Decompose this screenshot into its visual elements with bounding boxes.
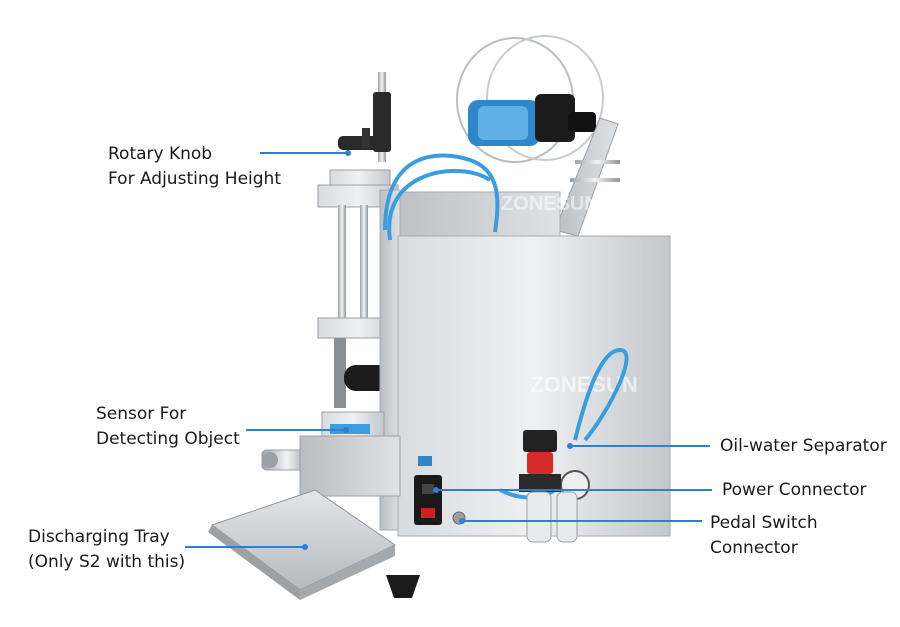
leader-dot-tray bbox=[302, 544, 308, 550]
leader-pedal bbox=[462, 520, 702, 522]
callout-tray-line2: (Only S2 with this) bbox=[28, 552, 186, 572]
leader-tray bbox=[185, 546, 305, 548]
callout-pedal-line1: Pedal Switch bbox=[710, 513, 818, 533]
height-column bbox=[317, 72, 401, 408]
leader-sensor bbox=[246, 429, 346, 431]
leader-dot-rotary-knob bbox=[345, 150, 351, 156]
callout-pedal: Pedal Switch Connector bbox=[710, 511, 818, 561]
leader-dot-power bbox=[433, 487, 439, 493]
discharging-tray bbox=[208, 489, 396, 600]
sensor-assembly bbox=[261, 411, 401, 497]
callout-rotary-knob: Rotary Knob For Adjusting Height bbox=[108, 142, 281, 192]
leader-dot-oil-water bbox=[567, 443, 573, 449]
label-reel bbox=[456, 35, 604, 163]
leader-oil-water bbox=[570, 445, 710, 447]
callout-sensor: Sensor For Detecting Object bbox=[96, 402, 240, 452]
oil-water-separator bbox=[519, 430, 590, 543]
callout-tray: Discharging Tray (Only S2 with this) bbox=[28, 525, 185, 575]
callout-rotary-knob-line1: Rotary Knob bbox=[108, 144, 213, 164]
machine-foot bbox=[386, 575, 420, 598]
leader-dot-sensor bbox=[343, 427, 349, 433]
callout-power-line1: Power Connector bbox=[722, 480, 867, 500]
callout-sensor-line2: Detecting Object bbox=[96, 429, 240, 449]
leader-dot-pedal bbox=[459, 518, 465, 524]
watermark-top: ZONESUN bbox=[501, 193, 599, 215]
air-tubes bbox=[383, 153, 629, 500]
callout-power: Power Connector bbox=[722, 478, 866, 503]
leader-rotary-knob bbox=[260, 152, 348, 154]
callout-oil-water: Oil-water Separator bbox=[720, 434, 887, 459]
leader-power bbox=[436, 489, 712, 491]
callout-tray-line1: Discharging Tray bbox=[28, 527, 170, 547]
callout-oil-water-line1: Oil-water Separator bbox=[720, 436, 887, 456]
callout-rotary-knob-line2: For Adjusting Height bbox=[108, 169, 281, 189]
callout-sensor-line1: Sensor For bbox=[96, 404, 187, 424]
callout-pedal-line2: Connector bbox=[710, 538, 798, 558]
